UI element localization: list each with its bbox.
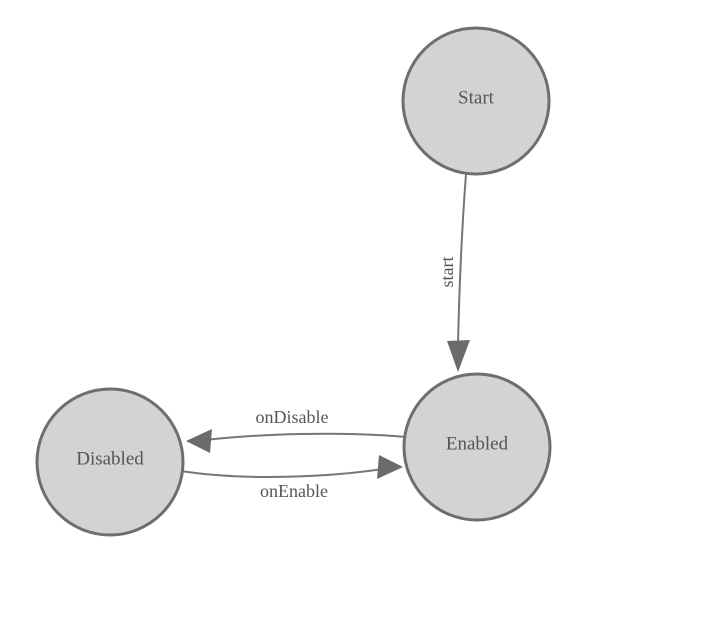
node-enabled-circle xyxy=(402,372,552,522)
edge-label-on-enable: onEnable xyxy=(260,481,328,501)
edge-disabled-to-enabled-path xyxy=(180,468,384,478)
node-enabled[interactable]: Enabled xyxy=(402,372,552,522)
node-disabled-label: Disabled xyxy=(76,448,144,469)
edge-label-on-disable: onDisable xyxy=(256,407,329,427)
edge-start-to-enabled[interactable]: start xyxy=(437,173,470,372)
edge-disabled-to-enabled[interactable]: onEnable xyxy=(180,455,403,501)
node-enabled-label: Enabled xyxy=(446,433,509,454)
node-disabled[interactable]: Disabled xyxy=(35,387,185,537)
edge-start-to-enabled-arrowhead xyxy=(447,340,470,372)
edge-label-start: start xyxy=(437,257,457,288)
node-start[interactable]: Start xyxy=(401,26,551,176)
edge-enabled-to-disabled-arrowhead xyxy=(186,429,212,453)
node-start-label: Start xyxy=(458,87,495,108)
edge-start-to-enabled-path xyxy=(457,173,467,345)
node-start-circle xyxy=(401,26,551,176)
edge-disabled-to-enabled-arrowhead xyxy=(377,455,403,479)
edge-enabled-to-disabled-path xyxy=(204,432,407,441)
node-disabled-circle xyxy=(35,387,185,537)
edge-enabled-to-disabled[interactable]: onDisable xyxy=(186,407,407,453)
